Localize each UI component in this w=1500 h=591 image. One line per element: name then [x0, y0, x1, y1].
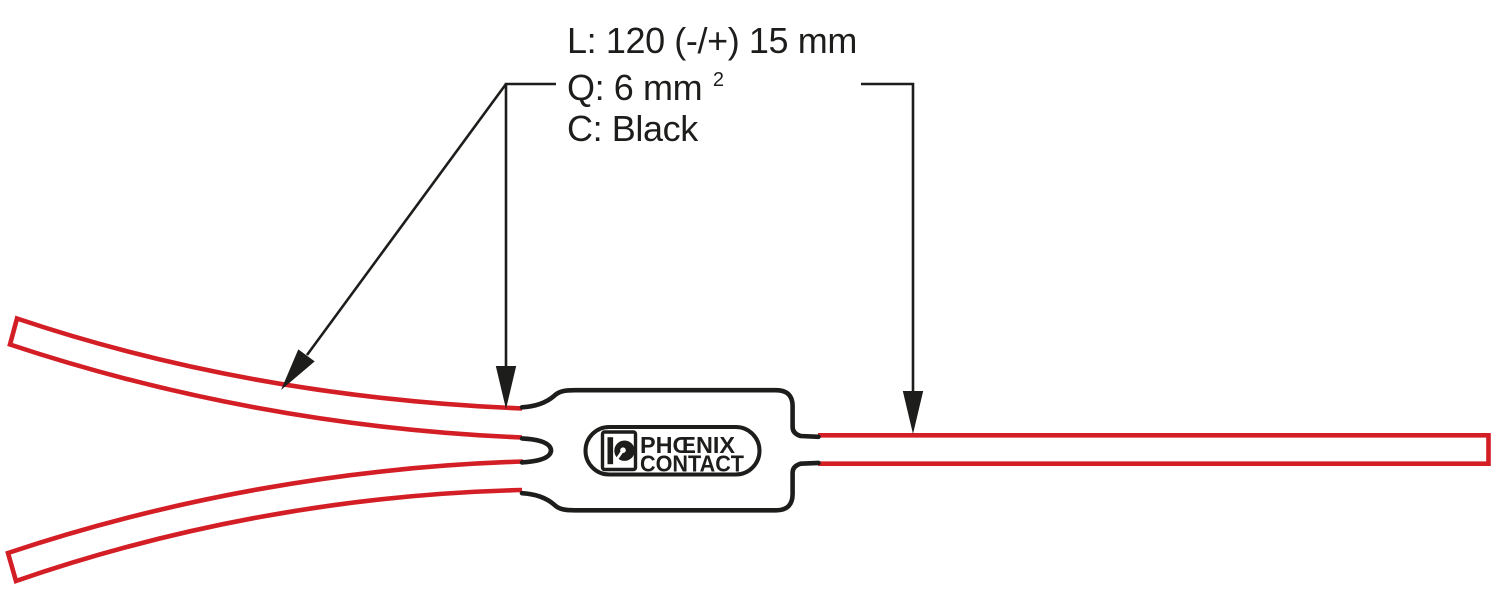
logo-text-line1: PHŒNIX: [640, 432, 736, 458]
connector-outline-notch: [519, 436, 554, 465]
wire-lower-left: [5, 459, 524, 584]
logo-icon-bar: [607, 437, 614, 465]
callout: L: 120 (-/+) 15 mm Q: 6 mm 2 C: Black: [281, 20, 924, 434]
logo-text-line2: CONTACT: [640, 451, 744, 477]
logo-icon-disc-slit: [614, 449, 625, 463]
connector-outline-top: [519, 387, 821, 440]
connector-outline-bottom: [519, 460, 821, 513]
leader-line-right: [861, 82, 915, 392]
wire-right: [818, 433, 1491, 466]
arrowhead-diagonal-icon: [281, 349, 315, 390]
leader-line-left: [305, 82, 556, 367]
label-cross-section-base: Q: 6 mm: [567, 67, 702, 108]
label-length: L: 120 (-/+) 15 mm: [567, 20, 857, 61]
arrowhead-left-vertical-icon: [495, 366, 517, 409]
label-cross-section-exponent: 2: [713, 69, 724, 91]
wire-upper-left: [7, 315, 524, 440]
arrowhead-right-vertical-icon: [902, 391, 924, 434]
label-color: C: Black: [567, 108, 699, 149]
wires: [5, 315, 1491, 584]
label-cross-section: Q: 6 mm 2: [567, 67, 724, 108]
phoenix-contact-clamp-icon: [600, 430, 638, 472]
connector-body: PHŒNIX CONTACT: [519, 387, 821, 513]
phoenix-logo-badge: PHŒNIX CONTACT: [583, 425, 762, 477]
